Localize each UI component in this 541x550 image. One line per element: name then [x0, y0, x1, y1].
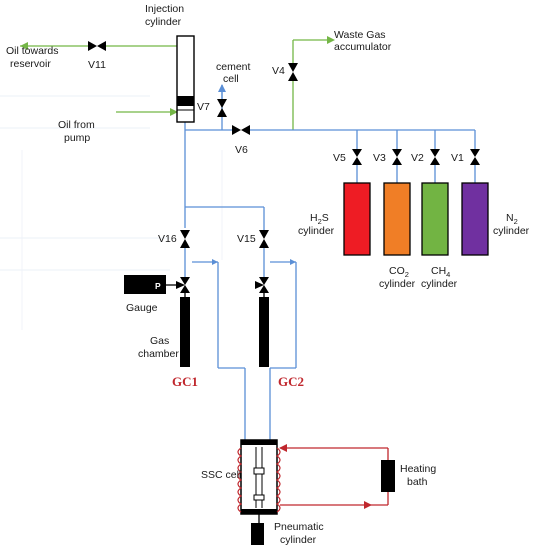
h2s-cylinder-body — [343, 182, 371, 256]
pneumatic-cylinder-body — [251, 523, 264, 545]
ch4-cylinder-body — [421, 182, 449, 256]
label-v4: V4 — [272, 65, 285, 77]
label-gas-chamber-1: Gas — [150, 335, 169, 347]
label-gc1: GC1 — [172, 374, 198, 389]
gas-chamber-gc2 — [259, 297, 269, 367]
label-oil-pump-2: pump — [64, 132, 90, 144]
ssc-cell — [237, 439, 281, 524]
label-v3: V3 — [373, 152, 386, 164]
valve-v11[interactable] — [88, 41, 106, 51]
gas-chamber-gc1 — [180, 297, 190, 367]
arrow-to-waste — [327, 36, 335, 44]
n2-cylinder-body — [461, 182, 489, 256]
gas-lines — [184, 85, 476, 440]
label-h2s-2: cylinder — [298, 225, 335, 237]
label-waste-1: Waste Gas — [334, 29, 386, 41]
label-gauge: Gauge — [126, 302, 158, 314]
label-n2-2: cylinder — [493, 225, 530, 237]
valve-v15[interactable] — [259, 230, 269, 248]
valve-v3[interactable] — [392, 149, 402, 165]
label-v11: V11 — [88, 59, 106, 71]
label-ch4-1: CH4 — [431, 265, 450, 279]
label-injection-2: cylinder — [145, 16, 182, 28]
label-h2s-1: H2S — [310, 212, 329, 226]
label-cement-2: cell — [223, 73, 239, 85]
valve-gc2-top[interactable] — [255, 277, 269, 293]
label-gas-chamber-2: chamber — [138, 348, 179, 360]
label-heating-1: Heating — [400, 463, 436, 475]
injection-cylinder — [176, 35, 195, 123]
arrow-gc1-hook — [212, 259, 218, 265]
label-oil-reservoir-2: reservoir — [10, 58, 51, 70]
arrow-from-pump — [170, 108, 178, 116]
oil-lines — [20, 39, 333, 130]
label-co2-2: cylinder — [379, 278, 416, 290]
valve-v5[interactable] — [352, 149, 362, 165]
label-v16: V16 — [158, 233, 177, 245]
label-v2: V2 — [411, 152, 424, 164]
valve-v6[interactable] — [232, 125, 250, 135]
valve-v4[interactable] — [288, 63, 298, 81]
label-co2-1: CO2 — [389, 265, 409, 279]
heating-arrow-in — [279, 444, 287, 452]
label-oil-pump-1: Oil from — [58, 119, 95, 131]
label-v7: V7 — [197, 101, 210, 113]
label-pneumatic-1: Pneumatic — [274, 521, 324, 533]
background-artifacts — [0, 95, 223, 330]
arrow-to-cement — [218, 84, 226, 92]
label-ssc-cell: SSC cell — [201, 469, 241, 481]
label-cement-1: cement — [216, 61, 251, 73]
gauge — [124, 275, 180, 294]
co2-cylinder-body — [383, 182, 411, 256]
heating-loop — [280, 447, 389, 506]
label-pneumatic-2: cylinder — [280, 534, 317, 546]
arrow-to-reservoir — [20, 42, 28, 50]
valve-v16[interactable] — [180, 230, 190, 248]
label-v6: V6 — [235, 144, 248, 156]
label-heating-2: bath — [407, 476, 428, 488]
label-v15: V15 — [237, 233, 256, 245]
label-v5: V5 — [333, 152, 346, 164]
heating-arrow-out — [364, 501, 372, 509]
valve-gc1-top[interactable] — [176, 277, 190, 293]
label-oil-reservoir-1: Oil towards — [6, 45, 59, 57]
label-injection-1: Injection — [145, 3, 184, 15]
valve-v7[interactable] — [217, 99, 227, 117]
label-gc2: GC2 — [278, 374, 304, 389]
label-ch4-2: cylinder — [421, 278, 458, 290]
label-v1: V1 — [451, 152, 464, 164]
valve-v2[interactable] — [430, 149, 440, 165]
label-n2-1: N2 — [506, 212, 518, 226]
label-gauge-p: P — [155, 281, 161, 291]
arrow-gc2-hook — [290, 259, 296, 265]
label-waste-2: accumulator — [334, 41, 392, 53]
valve-v1[interactable] — [470, 149, 480, 165]
heating-bath-body — [381, 460, 395, 492]
